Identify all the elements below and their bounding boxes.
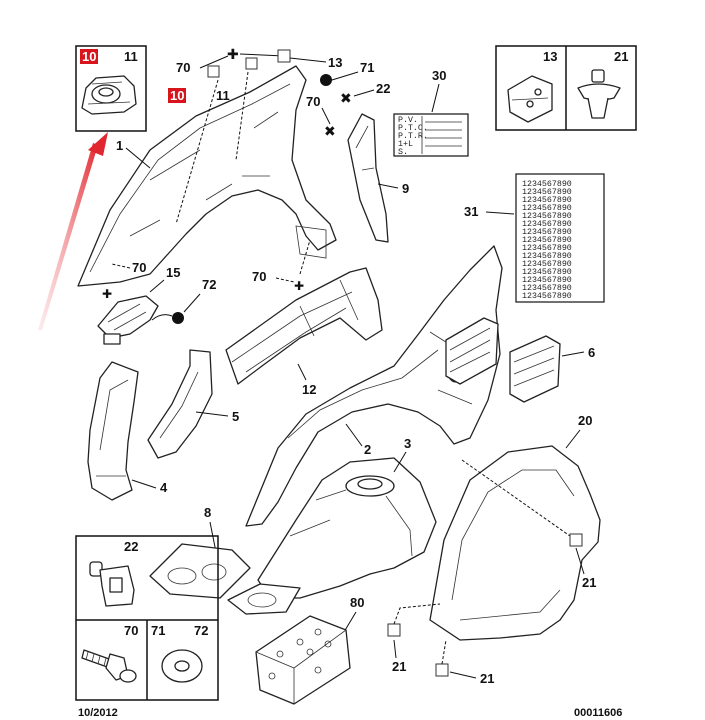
callout-11-mid: 11 [216, 88, 230, 103]
highlight-badge-10 [168, 88, 186, 103]
cross-mark: ✚ [102, 287, 112, 301]
dot-marker [172, 312, 184, 324]
callout-22-box: 22 [124, 539, 138, 554]
part-12-rail[interactable] [225, 267, 383, 385]
label-31-row: 1234567890 [522, 220, 572, 229]
label-30-row: S. [398, 148, 408, 157]
callout-71-box: 71 [151, 623, 165, 638]
callout-12: 12 [302, 382, 316, 397]
cross-mark: ✚ [294, 279, 304, 293]
label-30-row: P.T.C. [398, 124, 428, 133]
callout-11-inset: 11 [124, 49, 138, 64]
cross-mark-top: ✚ [227, 47, 239, 63]
inset-box-13-21[interactable]: 13 21 [495, 45, 637, 131]
push-clip-21-part [577, 69, 621, 119]
fastener-box[interactable]: 22 70 71 72 [75, 535, 219, 701]
square-marker [277, 49, 291, 63]
callout-70-top: 70 [176, 60, 190, 75]
callout-31: 31 [464, 204, 478, 219]
square-marker [387, 623, 401, 637]
footer-date: 10/2012 [78, 707, 118, 719]
callout-4: 4 [160, 480, 168, 495]
callout-8: 8 [204, 505, 211, 520]
callout-21-c: 21 [480, 671, 494, 686]
label-31-plate[interactable]: 1234567890 1234567890 1234567890 1234567… [515, 173, 605, 303]
part-8-seal[interactable] [149, 543, 301, 615]
callout-5: 5 [232, 409, 239, 424]
label-31-row: 1234567890 [522, 236, 572, 245]
callout-70-left: 70 [132, 260, 146, 275]
callout-21-a: 21 [582, 575, 596, 590]
callout-15: 15 [166, 265, 180, 280]
callout-80: 80 [350, 595, 364, 610]
washer-71-72-part [161, 649, 203, 683]
part-4-pillar[interactable] [87, 361, 139, 501]
label-31-row: 1234567890 [522, 212, 572, 221]
callout-2: 2 [364, 442, 371, 457]
callout-72-box: 72 [194, 623, 208, 638]
callout-1: 1 [116, 138, 123, 153]
part-1-fender[interactable] [77, 65, 337, 287]
callout-70-center: 70 [252, 269, 266, 284]
highlight-arrow [38, 132, 108, 330]
callout-6: 6 [588, 345, 595, 360]
square-marker [207, 65, 220, 78]
square-marker [245, 57, 258, 70]
callout-71-top: 71 [360, 60, 374, 75]
label-30-row: P.T.R. [398, 132, 428, 141]
highlight-badge-10 [80, 49, 98, 64]
part-6-brackets-a[interactable] [445, 317, 499, 385]
part-9-strip[interactable] [347, 113, 389, 243]
callout-70-mid: 70 [306, 94, 320, 109]
callout-13-top: 13 [328, 55, 342, 70]
label-31-row: 1234567890 [522, 204, 572, 213]
callout-10-inset: 10 [82, 49, 96, 64]
callout-30: 30 [432, 68, 446, 83]
label-31-row: 1234567890 [522, 292, 572, 301]
label-31-row: 1234567890 [522, 228, 572, 237]
label-31-row: 1234567890 [522, 188, 572, 197]
label-31-row: 1234567890 [522, 284, 572, 293]
label-31-row: 1234567890 [522, 180, 572, 189]
cross-mark: ✖ [340, 91, 352, 107]
inset-box-10-11[interactable]: 10 11 [75, 45, 147, 132]
part-20-wheel-liner[interactable] [429, 445, 601, 641]
callout-13-inset: 13 [543, 49, 557, 64]
bracket-13-part [507, 75, 553, 123]
label-31-row: 1234567890 [522, 268, 572, 277]
part-80-connector-block[interactable] [255, 615, 351, 705]
callout-9: 9 [402, 181, 409, 196]
label-31-row: 1234567890 [522, 244, 572, 253]
square-marker [569, 533, 583, 547]
label-30-row: P.V. [398, 116, 418, 125]
square-marker [435, 663, 449, 677]
callout-21-inset: 21 [614, 49, 628, 64]
part-5-reinforcement[interactable] [147, 349, 213, 459]
label-30-row: 1+L [398, 140, 413, 149]
label-31-row: 1234567890 [522, 276, 572, 285]
callout-22-top: 22 [376, 81, 390, 96]
callout-20: 20 [578, 413, 592, 428]
part-6-brackets-b[interactable] [509, 335, 561, 403]
part-3-shock-tower[interactable] [257, 457, 437, 599]
callout-3: 3 [404, 436, 411, 451]
callout-10-red: 10 [170, 88, 184, 103]
footer-ref: 00011606 [574, 707, 622, 719]
label-31-row: 1234567890 [522, 260, 572, 269]
part-15-bracket[interactable] [97, 295, 159, 345]
callout-70-box: 70 [124, 623, 138, 638]
label-30-plate[interactable]: P.V. P.T.C. P.T.R. 1+L S. [393, 113, 469, 157]
bolt-70-part [81, 649, 137, 683]
callout-72: 72 [202, 277, 216, 292]
clip-nut-22-part [89, 561, 135, 607]
label-31-row: 1234567890 [522, 196, 572, 205]
rubber-mount-part [81, 75, 137, 115]
cross-mark: ✖ [324, 124, 336, 140]
label-31-row: 1234567890 [522, 252, 572, 261]
dot-marker [320, 74, 332, 86]
callout-21-b: 21 [392, 659, 406, 674]
